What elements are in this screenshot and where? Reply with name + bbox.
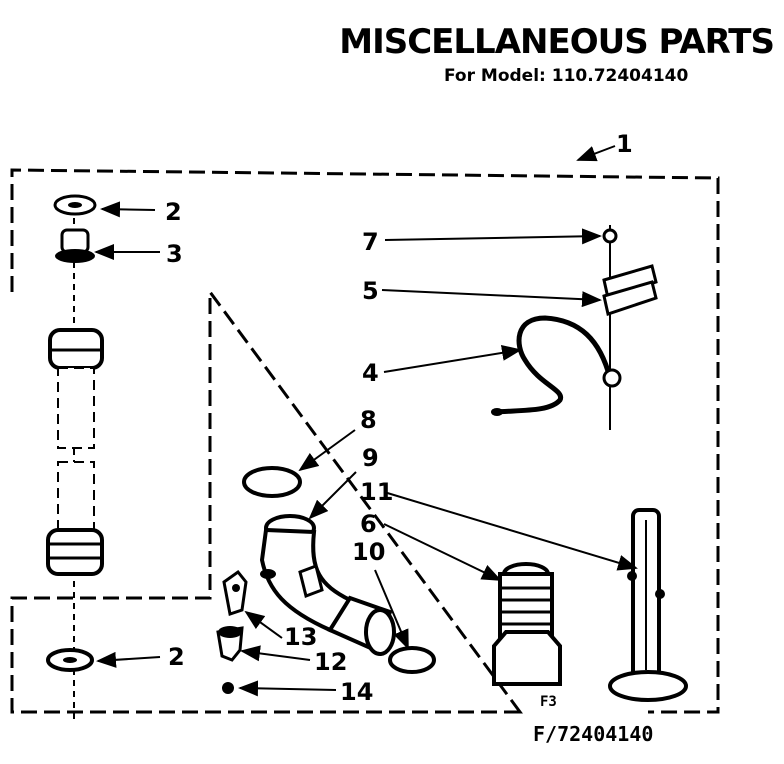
callout-label-6: 6 bbox=[360, 510, 377, 538]
callout-label-9: 9 bbox=[362, 444, 379, 472]
callout-8: 8 bbox=[298, 406, 377, 472]
callout-13: 13 bbox=[244, 610, 317, 651]
callout-label-3: 3 bbox=[166, 240, 183, 268]
inlet-hose-assembly bbox=[46, 194, 104, 720]
callout-10: 10 bbox=[352, 538, 409, 650]
kit-boundary-outline bbox=[10, 168, 720, 714]
drain-elbow-assembly bbox=[242, 466, 436, 674]
callout-12: 12 bbox=[240, 645, 347, 676]
callout-2-top: 2 bbox=[100, 198, 182, 226]
callout-9: 9 bbox=[308, 444, 379, 520]
model-number-label: For Model: 110.72404140 bbox=[444, 66, 689, 86]
callout-label-11: 11 bbox=[360, 478, 393, 506]
callout-label-2-bottom: 2 bbox=[168, 643, 185, 671]
callout-11: 11 bbox=[360, 478, 638, 571]
callout-1: 1 bbox=[576, 130, 633, 162]
callout-label-10: 10 bbox=[352, 538, 385, 566]
callout-label-1: 1 bbox=[616, 130, 633, 158]
drawing-number: F/72404140 bbox=[533, 722, 654, 746]
diagram-title: MISCELLANEOUS PARTS bbox=[339, 22, 775, 62]
callout-7: 7 bbox=[362, 228, 602, 256]
callout-label-2-top: 2 bbox=[165, 198, 182, 226]
callout-label-5: 5 bbox=[362, 277, 379, 305]
callout-label-7: 7 bbox=[362, 228, 379, 256]
callout-label-8: 8 bbox=[360, 406, 377, 434]
callout-5: 5 bbox=[362, 277, 602, 308]
callout-label-4: 4 bbox=[362, 359, 379, 387]
callout-4: 4 bbox=[362, 344, 522, 387]
callout-6: 6 bbox=[360, 510, 502, 581]
agitator-cam-part bbox=[492, 562, 562, 686]
callout-label-13: 13 bbox=[284, 623, 317, 651]
agitator-shaft-part bbox=[608, 508, 688, 702]
callout-3: 3 bbox=[94, 240, 183, 268]
callout-14: 14 bbox=[238, 678, 373, 706]
callout-label-14: 14 bbox=[340, 678, 373, 706]
figure-code: F3 bbox=[540, 694, 557, 710]
callout-label-12: 12 bbox=[314, 648, 347, 676]
callout-2-bottom: 2 bbox=[96, 643, 185, 671]
small-fastener-parts bbox=[216, 569, 248, 694]
wire-cord-assembly bbox=[491, 225, 658, 430]
